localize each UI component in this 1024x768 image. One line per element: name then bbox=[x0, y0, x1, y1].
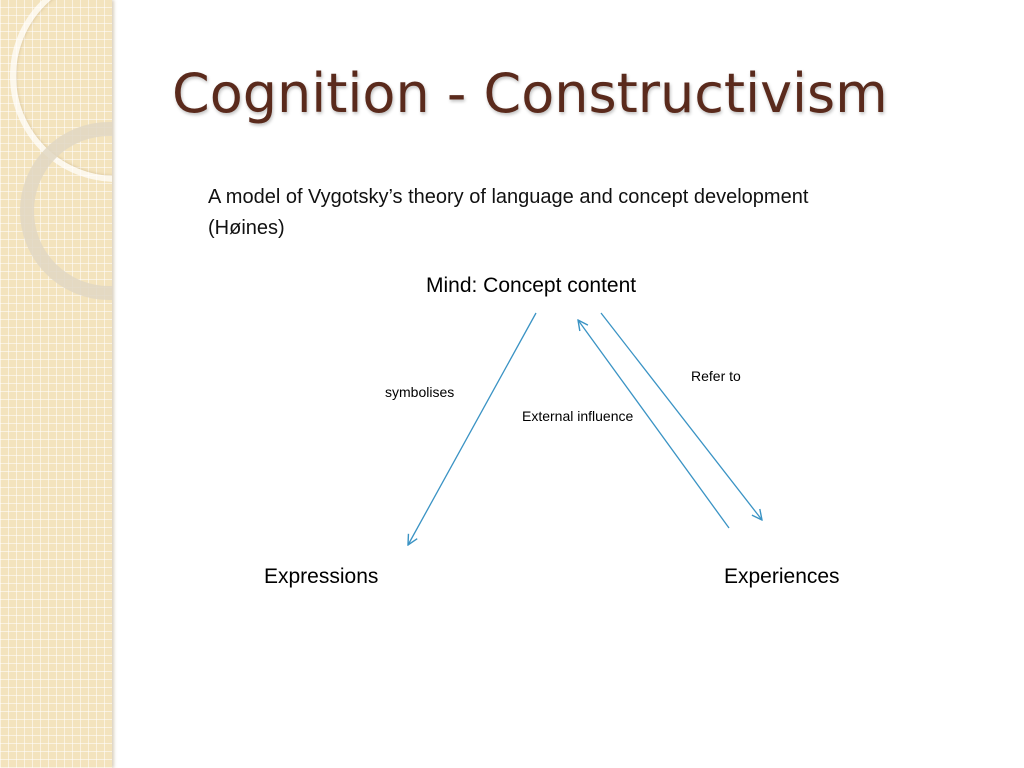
node-mind-concept-content: Mind: Concept content bbox=[426, 274, 636, 297]
decorative-sidebar bbox=[0, 0, 112, 768]
subtitle-line-1: A model of Vygotsky’s theory of language… bbox=[208, 186, 809, 208]
arrow-symbolises bbox=[408, 312, 537, 545]
label-refer-to: Refer to bbox=[691, 368, 741, 384]
subtitle-line-2: (Høines) bbox=[208, 217, 285, 239]
arrow-refer-to bbox=[600, 312, 762, 520]
label-symbolises: symbolises bbox=[385, 384, 454, 400]
node-experiences: Experiences bbox=[724, 565, 840, 588]
slide-subtitle: A model of Vygotsky’s theory of language… bbox=[208, 182, 928, 244]
label-external-influence: External influence bbox=[522, 408, 634, 424]
node-expressions: Expressions bbox=[264, 565, 378, 588]
slide-title: Cognition - Constructivism bbox=[172, 62, 888, 125]
arrow-external-influence bbox=[578, 320, 730, 529]
